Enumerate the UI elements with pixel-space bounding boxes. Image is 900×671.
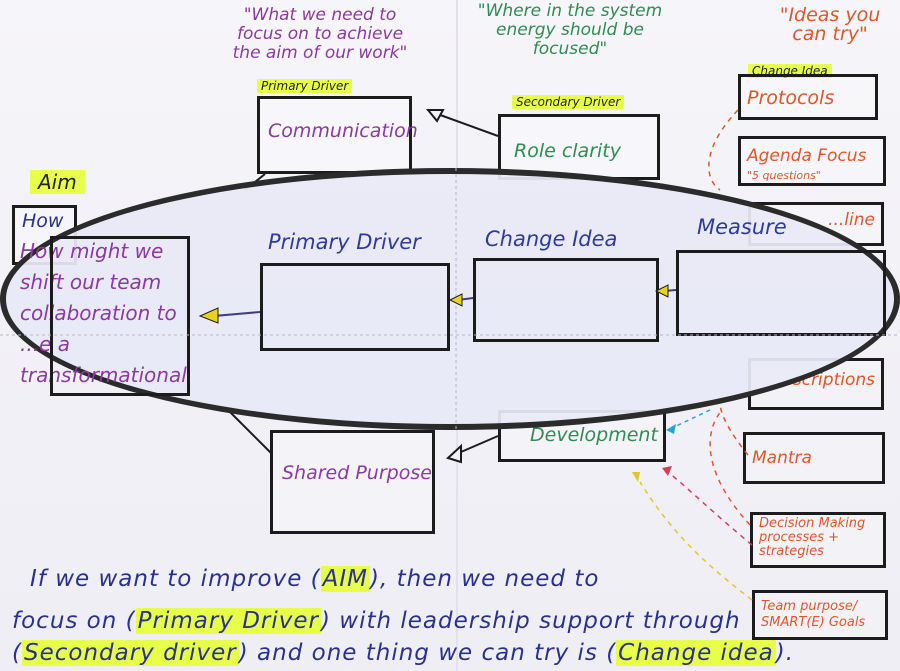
lens-primary-driver-title: Primary Driver <box>268 230 421 254</box>
primary-driver-highlight: Primary Driver <box>135 608 321 634</box>
communication-text: Communication <box>268 120 418 142</box>
change-idea-decision-making: Decision Making processes + strategies <box>750 512 886 568</box>
change-idea-mantra: Mantra <box>743 432 885 484</box>
change-idea-protocols: Protocols <box>738 74 878 120</box>
role-clarity-text: Role clarity <box>514 140 621 162</box>
sentence-line-2: focus on (Primary Driver) with leadershi… <box>12 608 741 634</box>
sentence-line-1: If we want to improve (AIM), then we nee… <box>30 566 600 592</box>
change-idea-agenda-focus: Agenda Focus "5 questions" <box>738 136 886 186</box>
aim-highlight: AIM <box>320 566 371 592</box>
change-idea-highlight: Change idea <box>616 640 776 666</box>
aim-label: Aim <box>30 170 85 194</box>
lens-aim-text: How might we shift our team collaboratio… <box>20 239 187 396</box>
lens-primary-driver-box <box>260 263 450 351</box>
primary-driver-quote: "What we need to focus on to achieve the… <box>232 5 408 63</box>
lens-change-idea-box <box>473 258 659 342</box>
sentence-line-3: (Secondary driver) and one thing we can … <box>12 640 795 666</box>
primary-driver-label: Primary Driver <box>257 79 353 93</box>
lens-aim-box <box>50 236 190 396</box>
zoom-lens <box>0 168 900 430</box>
lens-change-idea-title: Change Idea <box>485 227 618 251</box>
ideas-quote: "Ideas you can try" <box>779 4 881 45</box>
development-text: Development <box>530 424 658 446</box>
change-idea-team-purpose: Team purpose/ SMART(E) Goals <box>752 590 888 640</box>
shared-purpose-box <box>270 430 435 534</box>
lens-measure-title: Measure <box>697 215 787 239</box>
secondary-driver-label: Secondary Driver <box>512 95 625 109</box>
aim-partial-text: How <box>22 210 64 232</box>
secondary-driver-highlight: Secondary driver <box>21 640 239 666</box>
secondary-driver-quote: "Where in the system energy should be fo… <box>477 1 663 59</box>
shared-purpose-text: Shared Purpose <box>282 462 432 484</box>
